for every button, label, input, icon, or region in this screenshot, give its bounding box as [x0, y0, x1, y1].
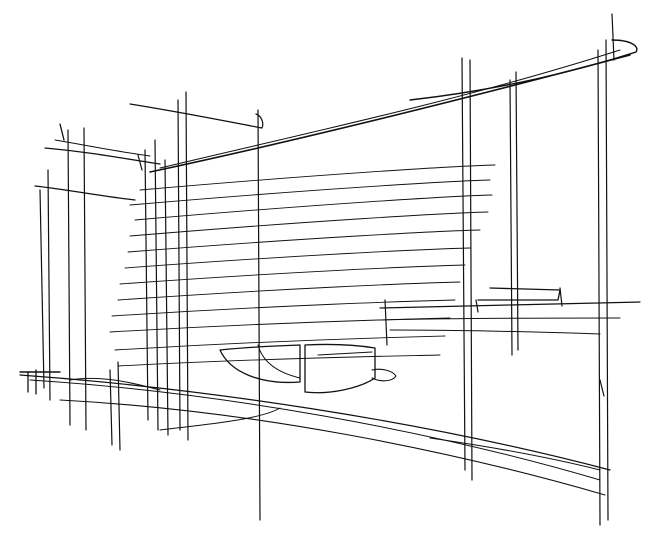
ledge-stroke [389, 329, 601, 335]
column-stroke [597, 49, 601, 526]
ground-stroke [59, 399, 606, 496]
facade-band-stroke [117, 281, 461, 301]
column-stroke [144, 149, 149, 421]
column-stroke [469, 59, 473, 481]
facade-band-stroke [119, 264, 466, 285]
facade-band-stroke [129, 179, 491, 206]
column-stroke [509, 79, 513, 356]
column-stroke [177, 99, 181, 431]
ledge-stroke [475, 299, 479, 313]
tick-stroke [59, 123, 65, 141]
roof-corner-stroke [409, 39, 638, 101]
column-stroke [611, 13, 615, 61]
ground-stroke [159, 407, 281, 431]
column-stroke [39, 189, 45, 389]
column-stroke [109, 369, 113, 446]
column-stroke [164, 159, 169, 436]
tick-stroke [137, 154, 143, 171]
facade-band-stroke [114, 335, 446, 351]
detail-strokes [27, 123, 641, 397]
facade-band-stroke [109, 317, 451, 333]
seat-stroke [219, 344, 301, 384]
seat-stroke [304, 343, 376, 394]
canopy-stroke [54, 139, 151, 157]
ledge-stroke [477, 287, 561, 301]
seat-stroke [257, 344, 301, 379]
facade-band-stroke [127, 229, 481, 253]
column-vertical-strokes [39, 13, 615, 526]
column-stroke [67, 129, 71, 426]
ground-stroke [29, 379, 601, 481]
ledge-stroke [379, 317, 621, 321]
column-stroke [461, 57, 466, 471]
facade-band-stroke [124, 247, 471, 269]
column-stroke [257, 109, 261, 521]
column-stroke [154, 139, 159, 431]
ground-stroke [429, 437, 601, 471]
facade-band-stroke [134, 194, 493, 221]
canopy-stroke [44, 147, 161, 165]
facade-band-stroke [139, 164, 496, 191]
column-stroke [515, 71, 519, 351]
facade-band-stroke [129, 211, 489, 237]
ground-perspective-strokes [19, 371, 611, 496]
facade-horizontal-strokes [109, 164, 496, 367]
roof-edge-strokes [34, 39, 638, 201]
ledge-stroke [559, 287, 563, 307]
roof-edge-stroke [129, 103, 264, 129]
facade-band-stroke [117, 354, 441, 367]
column-stroke [83, 127, 87, 431]
ground-stroke [19, 374, 611, 471]
column-stroke [384, 299, 388, 346]
facade-band-stroke [111, 299, 456, 317]
ledge-stroke [379, 301, 641, 309]
column-stroke [47, 169, 51, 401]
seat-stroke [371, 368, 397, 382]
column-stroke [185, 91, 189, 441]
tick-stroke [599, 379, 605, 397]
seat-stroke [317, 351, 373, 356]
ground-stroke [69, 377, 161, 391]
roof-edge-stroke [159, 49, 621, 169]
column-stroke [605, 39, 609, 521]
column-stroke [117, 361, 121, 451]
